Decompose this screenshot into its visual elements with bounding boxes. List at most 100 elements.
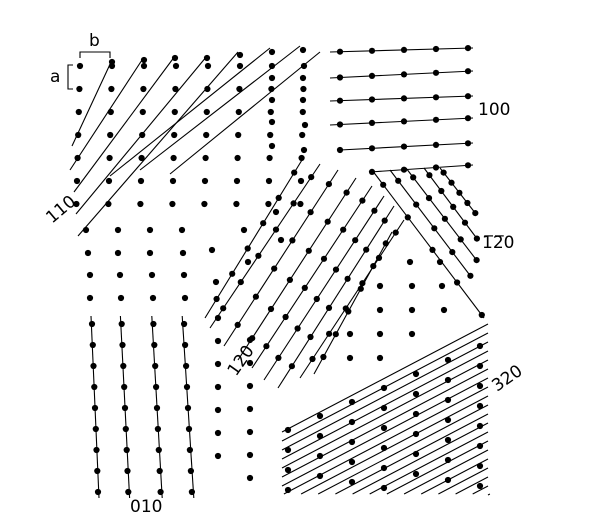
lattice-point-110	[75, 108, 82, 116]
lattice-point-middle	[212, 278, 220, 286]
lattice-point-320	[444, 476, 452, 484]
plane-line-110	[71, 59, 113, 147]
lattice-point-middle	[246, 474, 254, 482]
lattice-point-110	[76, 85, 83, 93]
lattice-point-010	[114, 226, 122, 234]
lattice-point-010	[91, 383, 98, 391]
lattice-point-320	[412, 450, 420, 458]
lattice-point-100	[336, 121, 344, 128]
lattice-point-120	[271, 265, 278, 272]
lattice-point-100	[400, 95, 408, 102]
lattice-point-120	[325, 304, 333, 311]
lattice-point-1bar20	[461, 219, 469, 226]
lattice-point-010	[181, 294, 189, 302]
lattice-point-120	[263, 343, 270, 350]
lattice-point-010	[86, 294, 94, 302]
lattice-point-middle	[214, 314, 222, 322]
plane-line-1bar20	[423, 167, 479, 241]
lattice-point-010	[94, 488, 102, 496]
lattice-point-010	[121, 383, 128, 391]
lattice-point-010	[88, 320, 96, 328]
lattice-point-010	[125, 488, 132, 496]
lattice-point-middle	[246, 359, 254, 367]
plane-line-320	[369, 431, 489, 495]
lattice-point-110	[73, 177, 81, 185]
lattice-point-1bar20	[410, 174, 417, 181]
lattice-point-110	[171, 131, 178, 139]
lattice-point-110	[265, 177, 273, 185]
lattice-point-120	[320, 353, 327, 361]
plane-line-110	[169, 51, 321, 175]
lattice-point-100	[432, 141, 440, 148]
lattice-point-110	[204, 62, 212, 70]
plane-line-120	[237, 177, 357, 361]
plane-line-320	[386, 440, 489, 495]
plane-line-320	[455, 476, 489, 495]
lattice-point-100	[432, 94, 440, 101]
lattice-point-010	[90, 362, 97, 370]
lattice-point-100	[464, 162, 472, 169]
lattice-point-010	[118, 320, 125, 328]
lattice-point-110	[201, 177, 209, 185]
plane-line-320	[403, 449, 489, 495]
lattice-point-120	[320, 255, 328, 262]
lattice-point-100	[336, 97, 344, 104]
lattice-point-middle	[246, 451, 254, 459]
lattice-point-1bar20	[376, 330, 384, 338]
lattice-point-100	[464, 68, 472, 75]
lattice-point-110	[299, 74, 307, 82]
lattice-point-110	[299, 46, 307, 54]
lattice-point-320	[476, 422, 484, 430]
lattice-point-010	[123, 446, 130, 454]
lattice-point-110	[297, 200, 304, 208]
lattice-point-middle	[214, 429, 222, 437]
lattice-point-320	[444, 376, 452, 384]
lattice-point-middle	[214, 406, 222, 414]
lattice-point-320	[412, 410, 420, 418]
plane-line-320	[281, 341, 489, 451]
lattice-point-110	[267, 131, 274, 139]
plane-line-110	[73, 55, 176, 193]
lattice-point-110	[169, 200, 176, 208]
label-plane-1bar20: 1̅2̅0	[482, 233, 514, 253]
lattice-point-middle	[208, 246, 216, 254]
plane-line-120	[223, 169, 339, 347]
lattice-point-110	[201, 200, 208, 208]
plane-line-1bar20	[389, 169, 473, 279]
lattice-point-100	[368, 145, 376, 152]
lattice-point-010	[146, 226, 154, 234]
lattice-point-110	[106, 154, 113, 162]
lattice-point-110	[108, 58, 116, 66]
lattice-point-100	[464, 93, 472, 100]
lattice-point-320	[476, 402, 484, 410]
lattice-point-100	[400, 46, 408, 54]
lattice-point-320	[348, 458, 356, 466]
lattice-point-010	[116, 271, 124, 279]
lattice-point-120	[313, 295, 320, 303]
plane-line-120	[209, 163, 321, 329]
lattice-point-110	[268, 74, 276, 82]
plane-line-110	[77, 51, 239, 237]
label-plane-120: 120	[224, 342, 259, 380]
lattice-point-120	[301, 284, 308, 291]
lattice-point-1bar20	[380, 181, 387, 188]
lattice-point-120	[234, 321, 241, 328]
plane-line-1bar20	[371, 169, 485, 319]
lattice-point-120	[255, 252, 262, 259]
lattice-point-1bar20	[449, 249, 456, 256]
lattice-point-110	[268, 62, 276, 70]
lattice-point-120	[352, 237, 359, 244]
lattice-point-middle	[214, 360, 222, 368]
lattice-point-320	[284, 486, 292, 494]
lattice-point-1bar20	[413, 201, 420, 208]
lattice-point-110	[137, 200, 144, 208]
lattice-point-110	[299, 108, 306, 116]
lattice-point-320	[412, 370, 420, 378]
lattice-point-110	[300, 62, 308, 70]
lattice-point-010	[150, 320, 157, 328]
lattice-point-120	[332, 266, 340, 273]
lattice-point-middle	[246, 405, 254, 413]
lattice-point-010	[122, 425, 129, 433]
lattice-point-1bar20	[406, 258, 414, 266]
lattice-point-010	[188, 488, 195, 496]
